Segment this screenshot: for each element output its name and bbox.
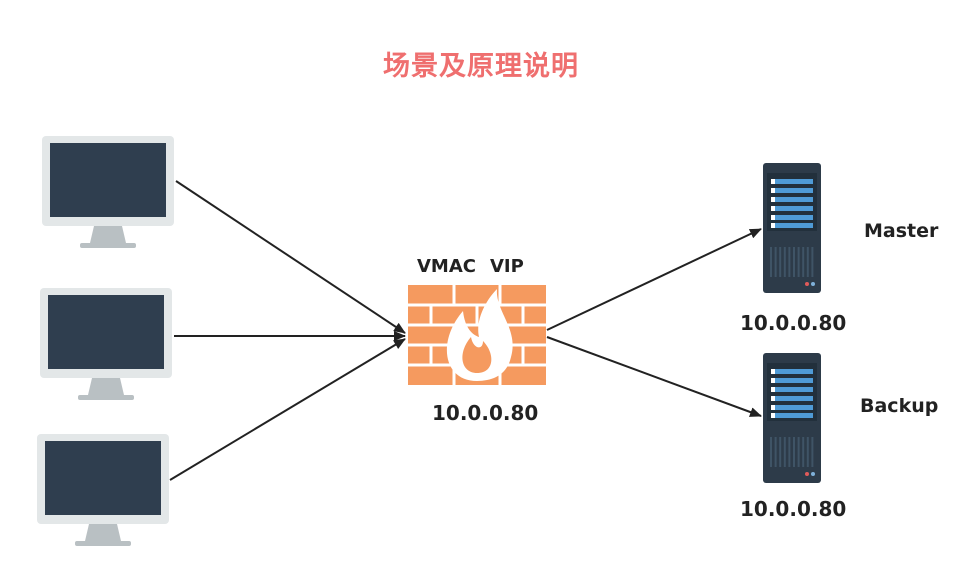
vip-label: VIP — [490, 256, 524, 277]
monitor-icon — [40, 288, 172, 400]
backup-role-label: Backup — [860, 395, 939, 417]
master-role-label: Master — [864, 220, 939, 242]
firewall-ip-label: 10.0.0.80 — [432, 401, 539, 425]
arrow-firewall-to-backup — [546, 336, 762, 417]
arrow-client-1-to-firewall — [175, 180, 406, 334]
server-icon-master — [763, 163, 821, 293]
backup-ip-label: 10.0.0.80 — [740, 497, 847, 521]
vmac-label: VMAC — [417, 256, 476, 277]
arrow-firewall-to-master — [546, 228, 762, 331]
firewall-icon — [408, 285, 546, 385]
diagram-title: 场景及原理说明 — [383, 51, 579, 82]
arrow-client-3-to-firewall — [169, 338, 406, 481]
monitor-icon — [42, 136, 174, 248]
master-ip-label: 10.0.0.80 — [740, 311, 847, 335]
server-icon-backup — [763, 353, 821, 483]
monitor-icon — [37, 434, 169, 546]
